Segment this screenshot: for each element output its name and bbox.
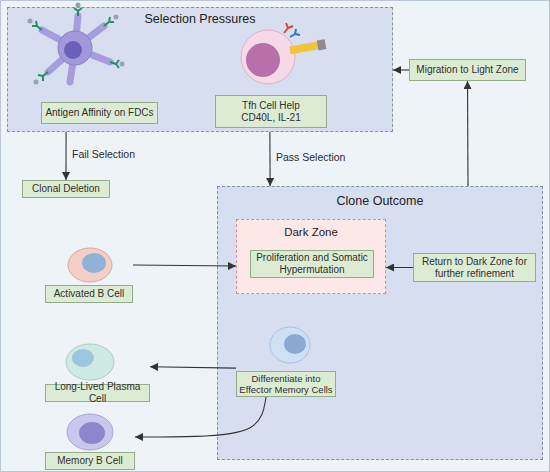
process-box: Tfh Cell Help CD40L, IL-21 <box>215 95 327 128</box>
cell-nucleus <box>82 253 106 273</box>
effector-cell-icon <box>270 327 310 363</box>
flow-arrow <box>133 265 236 266</box>
antigen <box>76 3 81 8</box>
cell-label-box: Differentiate into Effector Memory Cells <box>236 371 336 397</box>
dendrite <box>48 48 75 72</box>
surface-molecule <box>290 29 300 37</box>
cell-node: Memory B Cell <box>45 410 135 470</box>
cell-body <box>58 31 92 65</box>
cell-label: Memory B Cell <box>57 455 123 467</box>
box-label: Migration to Light Zone <box>416 64 518 76</box>
cell-body <box>68 248 112 282</box>
antigens <box>28 3 125 85</box>
group-panel: Selection PressuresAntigen Affinity on F… <box>7 7 393 132</box>
activated-b-cell-icon <box>68 248 112 282</box>
antibody <box>110 60 119 68</box>
plasma-cell-icon <box>66 344 114 380</box>
dendrite <box>42 30 75 48</box>
cell-node: Activated B Cell <box>45 245 133 303</box>
box-label: Proliferation and Somatic Hypermutation <box>254 252 370 276</box>
surface-molecule <box>284 23 293 33</box>
flow-arrow <box>150 367 236 368</box>
cell-node: Long-Lived Plasma Cell <box>45 338 150 402</box>
antigen <box>34 80 39 85</box>
zone-panel: Dark ZoneProliferation and Somatic Hyper… <box>236 219 386 294</box>
cell-label: Long-Lived Plasma Cell <box>48 381 147 405</box>
edge-label: Pass Selection <box>276 151 345 163</box>
antigen <box>28 19 33 24</box>
cell-nucleus <box>64 41 82 59</box>
flow-arrow <box>65 132 66 180</box>
cell-body <box>66 344 114 380</box>
flow-arrow <box>467 81 469 186</box>
process-box: Migration to Light Zone <box>409 59 526 81</box>
group-panel: Clone OutcomeDark ZoneProliferation and … <box>217 186 543 460</box>
receptor-cap <box>317 39 327 50</box>
dendritic-cell <box>28 3 125 85</box>
dendrites <box>42 16 110 82</box>
receptor <box>289 39 326 55</box>
cell-label-box: Memory B Cell <box>45 452 135 470</box>
outcome-box: Clonal Deletion <box>22 180 110 198</box>
cell-label: Differentiate into Effector Memory Cells <box>239 373 333 396</box>
dendrite <box>75 16 78 48</box>
process-box: Return to Dark Zone for further refineme… <box>413 253 536 282</box>
cell-body <box>270 327 310 363</box>
flow-arrow <box>393 69 409 70</box>
antibodies <box>32 8 119 81</box>
dendrite <box>75 48 110 62</box>
cell-body <box>67 414 113 450</box>
box-label: Tfh Cell Help CD40L, IL-21 <box>228 100 314 124</box>
cell-label: Activated B Cell <box>54 288 125 300</box>
group-title: Dark Zone <box>237 226 385 238</box>
group-title: Clone Outcome <box>218 194 542 208</box>
dendrite <box>70 48 75 82</box>
cell-nucleus <box>246 43 280 77</box>
process-box: Proliferation and Somatic Hypermutation <box>250 250 374 278</box>
antibody <box>32 21 42 30</box>
box-label: Return to Dark Zone for further refineme… <box>420 256 529 280</box>
tfh-cell <box>241 23 326 84</box>
cell-body <box>241 30 295 84</box>
process-box: Antigen Affinity on FDCs <box>41 102 158 124</box>
box-label: Clonal Deletion <box>32 183 100 195</box>
dendrite <box>75 26 104 48</box>
flow-arrow <box>135 397 266 437</box>
box-label: Antigen Affinity on FDCs <box>45 107 153 119</box>
antigen <box>114 15 119 20</box>
cell-node: Differentiate into Effector Memory Cells <box>236 323 336 397</box>
flow-arrow <box>386 267 413 268</box>
group-title: Selection Pressures <box>8 12 392 26</box>
antibody <box>74 8 82 16</box>
cell-label-box: Long-Lived Plasma Cell <box>45 384 150 402</box>
memory-b-cell-icon <box>67 414 113 450</box>
antigen <box>120 62 125 67</box>
edge-label: Fail Selection <box>72 148 135 160</box>
antibody <box>38 72 48 81</box>
cell-nucleus <box>79 422 105 444</box>
cell-label-box: Activated B Cell <box>45 285 133 303</box>
receptor-bar <box>289 41 320 54</box>
cell-nucleus <box>284 334 306 354</box>
flow-arrow <box>269 132 270 186</box>
cell-nucleus <box>72 349 94 367</box>
antibody <box>104 17 114 26</box>
